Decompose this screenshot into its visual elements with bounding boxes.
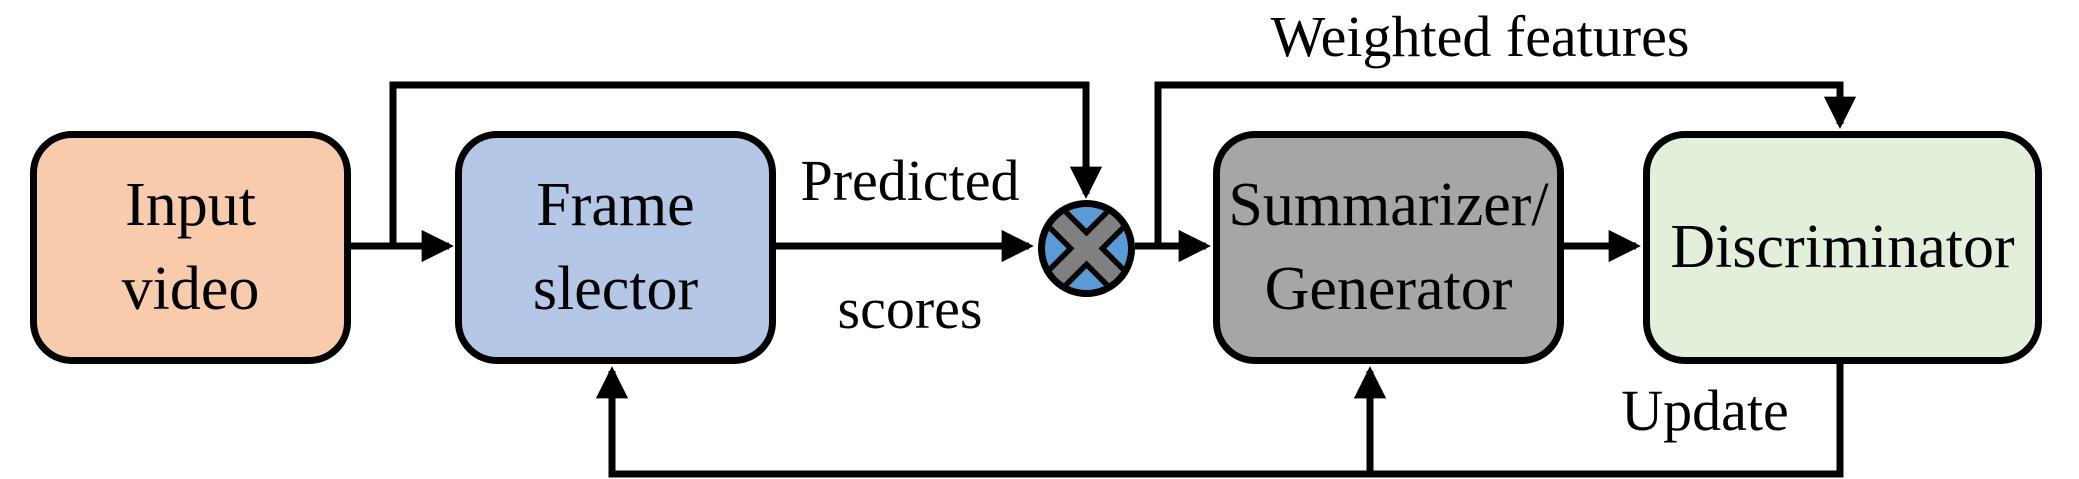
node-input-video: Input video bbox=[30, 131, 351, 364]
node-input-video-label-line2: video bbox=[121, 254, 260, 323]
multiply-icon bbox=[1045, 207, 1128, 290]
node-summarizer-label-line1: Summarizer/ bbox=[1228, 170, 1549, 239]
edge-weighted-features-to-discriminator bbox=[1154, 81, 1857, 246]
node-discriminator: Discriminator bbox=[1643, 131, 2042, 364]
node-summarizer-generator: Summarizer/ Generator bbox=[1213, 131, 1564, 364]
multiply-node bbox=[1038, 200, 1135, 297]
node-input-video-label-line1: Input bbox=[125, 170, 256, 239]
node-frame-selector-label-line1: Frame bbox=[536, 170, 695, 239]
label-predicted-scores: Predicted scores bbox=[745, 152, 1075, 342]
label-update: Update bbox=[1621, 378, 1789, 443]
label-weighted-features: Weighted features bbox=[1270, 4, 1690, 69]
node-frame-selector-label-line2: slector bbox=[532, 254, 699, 323]
node-discriminator-label: Discriminator bbox=[1670, 212, 2015, 281]
node-summarizer-label-line2: Generator bbox=[1264, 254, 1513, 323]
label-predicted-line2: scores bbox=[837, 276, 983, 341]
label-predicted-line1: Predicted bbox=[800, 148, 1020, 213]
node-frame-selector: Frame slector bbox=[455, 131, 776, 364]
edge-update-to-frame-selector bbox=[595, 364, 1844, 478]
edge-input-branch-to-multiply bbox=[389, 81, 1103, 246]
